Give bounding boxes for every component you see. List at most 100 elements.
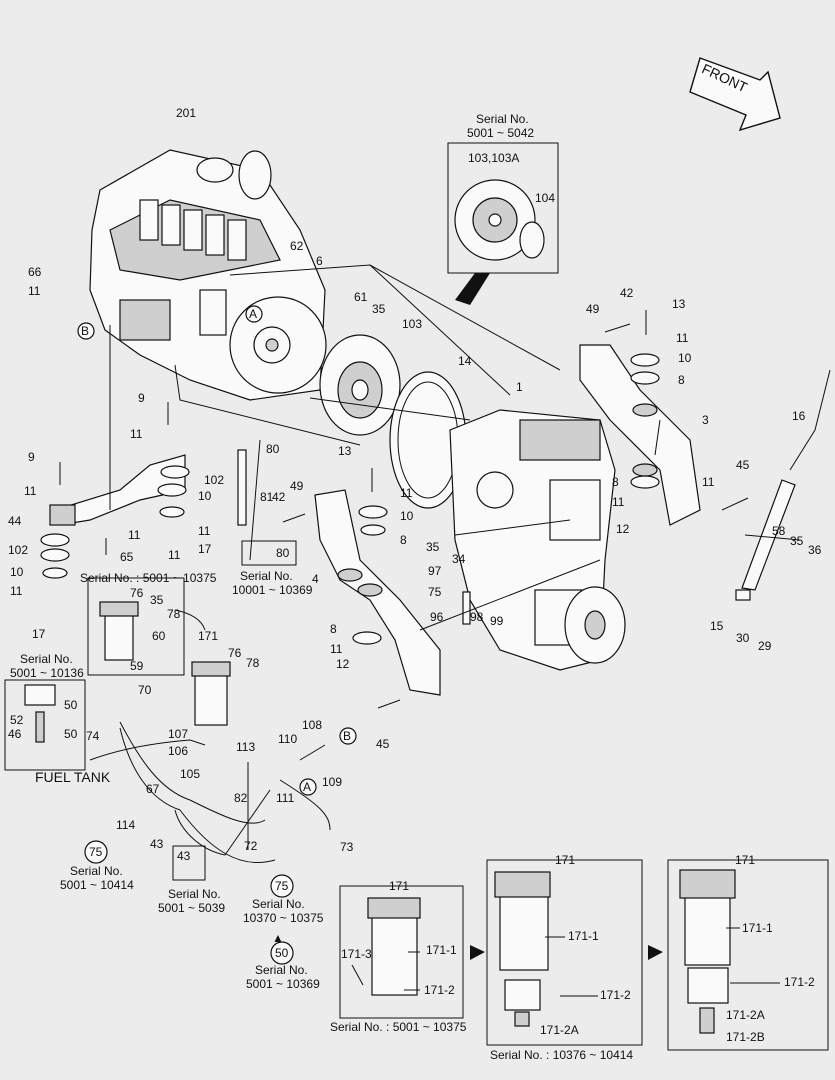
part-label: 103 — [402, 317, 422, 331]
part-label: 171-2 — [424, 983, 455, 997]
fuel-filter-main — [191, 661, 231, 726]
part-label: 35 — [150, 593, 164, 607]
part-label: 171-3 — [341, 947, 372, 961]
part-label: 8 — [400, 533, 407, 547]
part-label: 8 — [330, 622, 337, 636]
part-label: 82 — [234, 791, 248, 805]
part-label: 11 — [128, 528, 141, 542]
part-label: 11 — [10, 584, 23, 598]
part-label: 43 — [150, 837, 164, 851]
part-label: 49 — [586, 302, 600, 316]
part-label: 107 — [168, 727, 188, 741]
part-label: 13 — [672, 297, 686, 311]
svg-text:A: A — [303, 780, 311, 794]
fuel-lines — [119, 721, 331, 864]
part-label: 6 — [316, 254, 323, 268]
part-label: 59 — [130, 659, 144, 673]
serial-note-5001-10414-b: 5001 ~ 10414 — [60, 878, 134, 892]
part-label: 17 — [198, 542, 212, 556]
part-label: 105 — [180, 767, 200, 781]
part-label: 171-2A — [726, 1008, 765, 1022]
part-label: 50 — [64, 727, 78, 741]
part-label: 97 — [428, 564, 442, 578]
part-label: 42 — [272, 490, 286, 504]
part-label: 9 — [28, 450, 35, 464]
svg-text:B: B — [81, 324, 89, 338]
part-label: 73 — [340, 840, 354, 854]
serial-note-5001-10414-a: Serial No. — [70, 864, 123, 878]
part-label: 11 — [130, 427, 143, 441]
part-label: 78 — [167, 607, 181, 621]
part-label: 171 — [389, 879, 409, 893]
serial-note-10370-10375-b: 10370 ~ 10375 — [243, 911, 324, 925]
part-label: 80 — [276, 546, 290, 560]
part-label: 103,103A — [468, 151, 519, 165]
part-label: 201 — [176, 106, 196, 120]
part-label: 10 — [10, 565, 24, 579]
part-label: 74 — [86, 729, 100, 743]
part-label: 11 — [400, 486, 413, 500]
filter-variant-box-1 — [339, 885, 464, 1019]
part-label: 96 — [430, 610, 444, 624]
part-label: 67 — [146, 782, 160, 796]
part-label: 11 — [198, 524, 211, 538]
part-label: 78 — [246, 656, 260, 670]
leader-lines — [351, 927, 780, 997]
serial-note-5001-10369-b: 5001 ~ 10369 — [246, 977, 320, 991]
bolts — [59, 310, 749, 709]
left-mount-bracket — [314, 489, 441, 696]
callout-lines — [89, 264, 801, 850]
part-label: 9 — [138, 391, 145, 405]
part-label: 171-2A — [540, 1023, 579, 1037]
flex-plate — [319, 334, 401, 436]
part-label: 12 — [616, 522, 630, 536]
transmission — [449, 409, 626, 671]
part-label: 35 — [426, 540, 440, 554]
part-label: 30 — [736, 631, 750, 645]
part-label: 104 — [535, 191, 555, 205]
part-label: 171-2 — [784, 975, 815, 989]
part-label: 102 — [204, 473, 224, 487]
part-label: 110 — [278, 732, 297, 746]
serial-note-5001-10136-a: Serial No. — [20, 652, 73, 666]
part-label: 60 — [152, 629, 166, 643]
svg-text:75: 75 — [89, 845, 103, 859]
part-label: 70 — [138, 683, 152, 697]
part-label: 45 — [376, 737, 390, 751]
part-label: 45 — [736, 458, 750, 472]
filter-variant-box-3 — [667, 859, 829, 1051]
arrow-variant-2 — [648, 945, 663, 960]
part-label: 3 — [702, 413, 709, 427]
part-label: 11 — [330, 642, 343, 656]
part-label: 8 — [678, 373, 685, 387]
serial-note-5001-5042-a: Serial No. — [476, 112, 529, 126]
part-label: 11 — [702, 475, 715, 489]
ref-circle-75b: 75 — [270, 874, 294, 898]
part-label: 11 — [168, 548, 181, 562]
part-label: 106 — [168, 744, 188, 758]
part-label: 171-2 — [600, 988, 631, 1002]
part-label: 34 — [452, 552, 466, 566]
part-label: 171 — [735, 853, 755, 867]
svg-text:50: 50 — [275, 946, 289, 960]
part-label: 16 — [792, 409, 806, 423]
serial-note-10001-10369-b: 10001 ~ 10369 — [232, 583, 313, 597]
ref-circle-50: 50 — [270, 941, 294, 965]
part-label: 98 — [470, 610, 484, 624]
serial-note-box1: Serial No. : 5001 ~ 10375 — [330, 1020, 467, 1034]
part-label: 76 — [130, 586, 144, 600]
part-label: 49 — [290, 479, 304, 493]
dipstick — [735, 369, 831, 601]
part-label: 66 — [28, 265, 42, 279]
part-label: 11 — [676, 331, 689, 345]
detail-box-filter-59 — [87, 577, 185, 676]
serial-note-10370-10375-a: Serial No. — [252, 897, 305, 911]
part-label: 81 — [260, 490, 274, 504]
part-label: 10 — [400, 509, 414, 523]
box-80 — [241, 540, 297, 566]
svg-text:75: 75 — [275, 879, 289, 893]
part-label: 108 — [302, 718, 322, 732]
flywheel-housing — [229, 296, 327, 394]
part-label: 171-1 — [426, 943, 457, 957]
